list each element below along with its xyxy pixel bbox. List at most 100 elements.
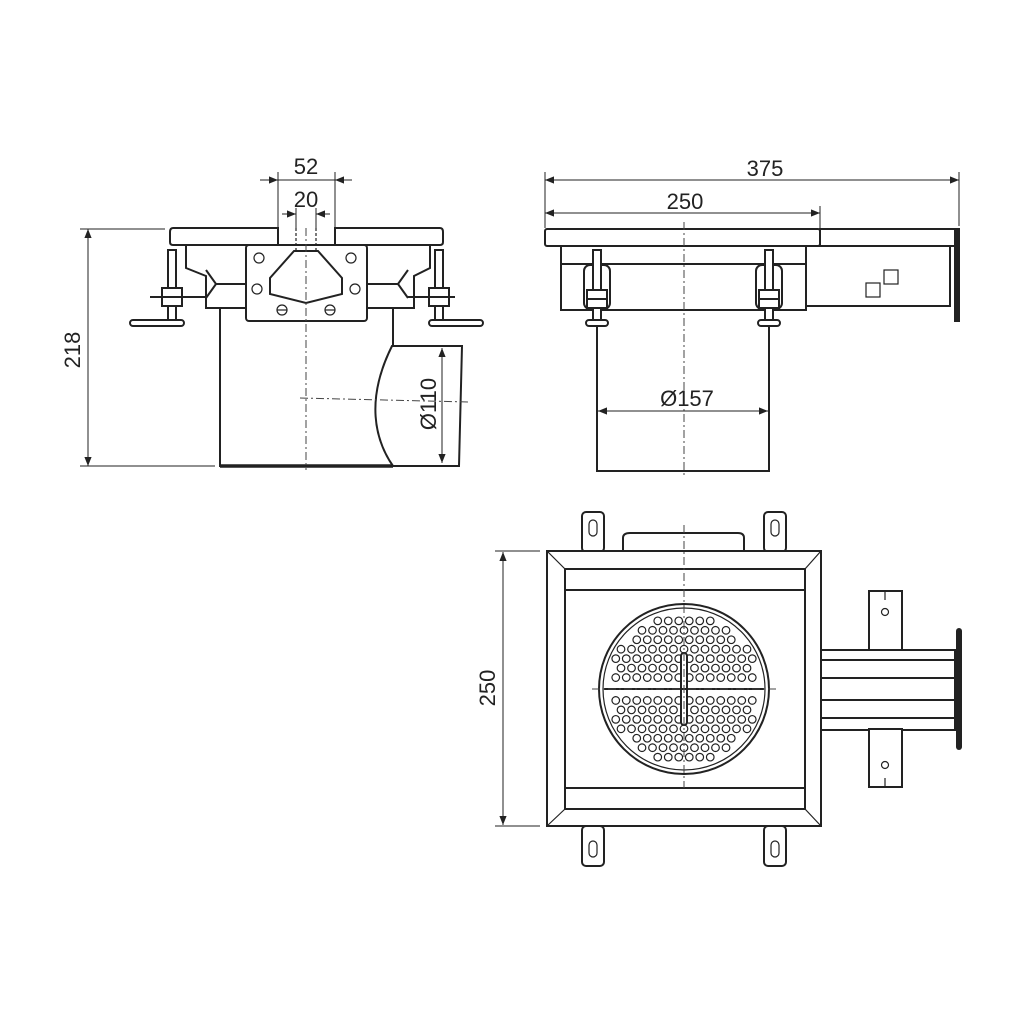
grate-hole [721,644,731,654]
grate-hole [621,714,631,724]
drain-body [596,309,770,472]
grate-hole [663,635,673,645]
grate-hole [653,635,663,645]
grate-hole [716,635,726,645]
grate-hole [663,673,673,682]
grate-hole [684,616,694,626]
grate-hole [669,705,678,715]
clamp-left [205,269,246,299]
grate-hole [674,616,684,626]
grate-hole [684,635,694,645]
grate-hole [658,724,668,734]
grate-hole [711,663,720,673]
grate-hole [711,724,720,734]
grate-hole [637,644,647,654]
grate-hole [732,724,741,734]
grate-hole [695,696,705,705]
dim-o110: Ø110 [416,378,441,430]
grate-hole [648,724,657,734]
grate-hole [695,673,705,682]
grate-hole [663,654,673,664]
grate-hole [726,733,736,743]
grate-hole [695,752,705,762]
grate-hole [690,663,699,673]
leveling-bolt-left [583,249,611,327]
grate-hole [705,635,715,645]
grate-hole [648,644,657,654]
grate-hole [632,714,642,724]
grate-hole [695,635,705,645]
grate-hole [663,733,673,743]
grate-hole [695,616,705,626]
grate-hole [653,714,663,724]
grate-hole [627,644,636,654]
grate-hole [616,724,626,734]
grate-hole [690,644,699,654]
grate-hole [627,663,636,673]
top-plate [169,227,444,246]
grate-hole [637,743,647,753]
leveling-bolt-right [408,249,484,327]
grate-hole [705,616,715,626]
grate-hole [742,724,752,734]
grate-hole [648,743,657,753]
grate-hole [653,616,663,626]
grate-hole [632,733,642,743]
dim-20: 20 [294,187,318,212]
grate-hole [669,644,678,654]
grate-hole [711,625,720,635]
grate-hole [611,714,621,724]
dim-250-top: 250 [475,670,500,707]
grate-hole [658,743,668,753]
grate-hole [705,696,715,705]
grate-hole [690,724,699,734]
grate-hole [721,705,731,715]
grate-hole [658,705,668,715]
grate-hole [653,752,663,762]
grate-hole [721,663,731,673]
grate-hole [642,696,652,705]
grate-hole [695,733,705,743]
flange [956,628,962,750]
grate-hole [742,705,752,715]
grate-hole [611,654,621,664]
grate-hole [690,743,699,753]
grate-hole [637,724,647,734]
grate-hole [737,654,747,664]
grate-hole [684,752,694,762]
grate-hole [690,705,699,715]
grate-hole [669,663,678,673]
grate-hole [621,673,631,682]
grate-hole [716,654,726,664]
grate-hole [627,724,636,734]
grate-hole [611,673,621,682]
top-view: 250 [475,511,962,867]
grate-hole [705,733,715,743]
grate-hole [632,673,642,682]
grate-hole [732,644,741,654]
grate-hole [663,696,673,705]
outlet-housing [805,245,951,307]
grate-hole [627,705,636,715]
grate-hole [684,733,694,743]
grate-hole [611,696,621,705]
grate-hole [616,644,626,654]
grate-hole [669,724,678,734]
grate-hole [700,625,710,635]
dim-52: 52 [294,154,318,179]
grate-hole [642,673,652,682]
front-view: 375 250 Ø157 [544,156,960,476]
grate-hole [700,705,710,715]
grate-hole [711,705,720,715]
grate-hole [663,616,673,626]
grate-hole [747,714,757,724]
grate-hole [705,673,715,682]
grate-hole [742,644,752,654]
grate-hole [669,743,678,753]
grate-hole [737,673,747,682]
grate-hole [737,696,747,705]
side-view: 52 20 218 Ø110 [60,154,484,470]
flange [954,228,960,322]
grate-hole [648,705,657,715]
grate-hole [648,663,657,673]
